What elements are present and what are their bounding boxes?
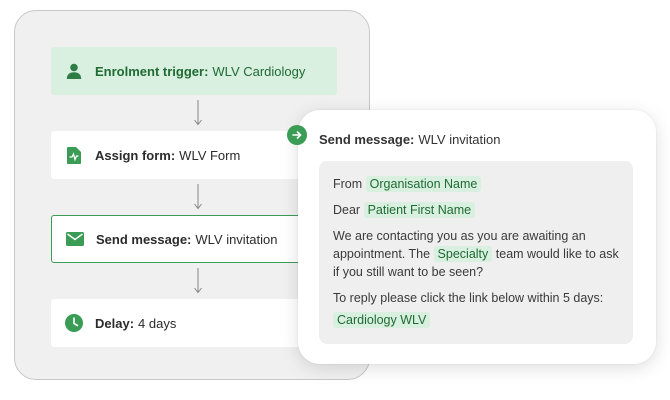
step-label: Enrolment trigger: xyxy=(95,63,209,79)
dear-line: Dear Patient First Name xyxy=(333,201,619,219)
step-value: 4 days xyxy=(138,315,177,331)
clock-icon xyxy=(65,314,83,332)
organisation-name-tag: Organisation Name xyxy=(365,176,482,192)
arrow-right-icon xyxy=(287,125,307,145)
arrow-down-icon xyxy=(194,184,202,210)
reply-text: To reply please click the link below wit… xyxy=(333,291,604,305)
body-text-start: We are contacting you as you are awaitin… xyxy=(333,229,586,261)
step-send-message[interactable]: Send message: WLV invitation xyxy=(51,215,337,263)
specialty-tag: Specialty xyxy=(433,246,493,262)
form-icon xyxy=(65,146,83,164)
step-value: WLV invitation xyxy=(195,231,278,247)
step-label: Delay: xyxy=(95,315,135,331)
envelope-icon xyxy=(66,230,84,248)
step-value: WLV Form xyxy=(179,147,241,163)
step-enrolment-trigger[interactable]: Enrolment trigger: WLV Cardiology xyxy=(51,47,337,95)
step-label: Send message: xyxy=(96,231,192,247)
body-paragraph: We are contacting you as you are awaitin… xyxy=(333,227,619,281)
arrow-down-icon xyxy=(194,100,202,126)
dear-label: Dear xyxy=(333,203,361,217)
card-title: Send message:WLV invitation xyxy=(319,132,501,147)
message-preview-card: Send message:WLV invitation From Organis… xyxy=(298,110,656,364)
step-delay[interactable]: Delay: 4 days xyxy=(51,299,337,347)
cardiology-link-tag[interactable]: Cardiology WLV xyxy=(333,312,431,328)
patient-first-name-tag: Patient First Name xyxy=(363,202,476,218)
step-value: WLV Cardiology xyxy=(212,63,306,79)
person-icon xyxy=(65,62,83,80)
body-text-end: team would like to ask if you still want… xyxy=(333,247,619,279)
from-line: From Organisation Name xyxy=(333,175,619,193)
card-title-value: WLV invitation xyxy=(418,132,501,147)
reply-paragraph: To reply please click the link below wit… xyxy=(333,289,619,307)
step-label: Assign form: xyxy=(95,147,176,163)
card-title-label: Send message: xyxy=(319,132,415,147)
arrow-down-icon xyxy=(194,268,202,294)
message-body: From Organisation Name Dear Patient Firs… xyxy=(319,161,633,344)
from-label: From xyxy=(333,177,363,191)
